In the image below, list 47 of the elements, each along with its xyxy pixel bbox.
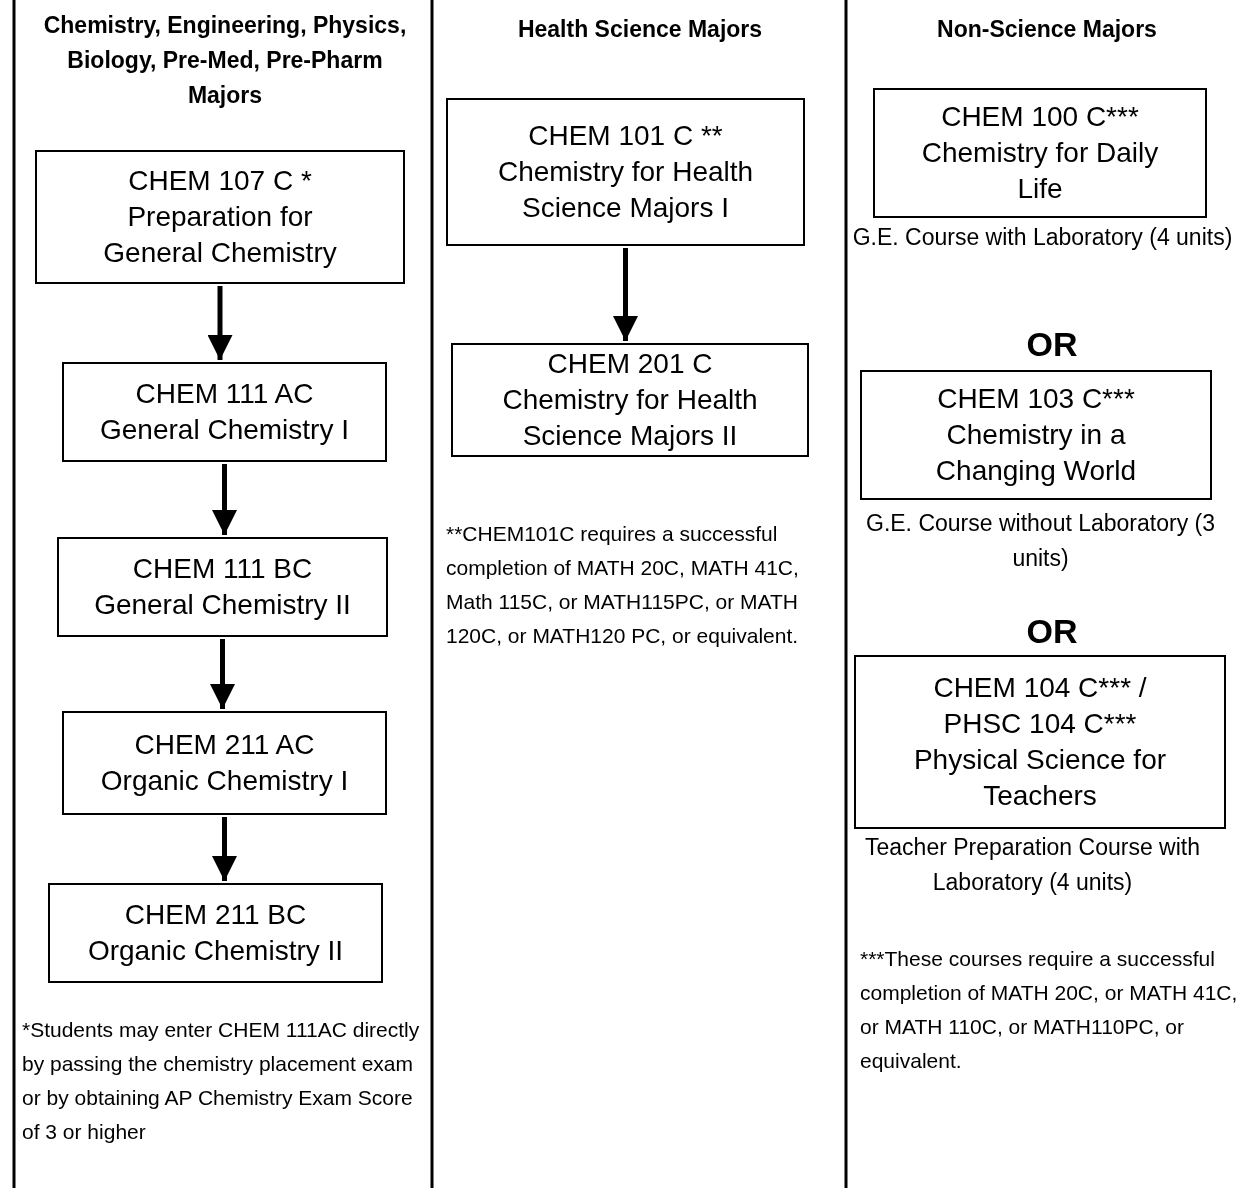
- footnote: ***These courses require a successful completion of MATH 20C, or MATH 41C, or MATH 110C, or MATH110PC, or equivalent.: [860, 946, 1239, 1074]
- footnote: *Students may enter CHEM 111AC directly by passing the chemistry placement exam or by obtaining AP Chemistry Exam Score of 3 or higher: [22, 1017, 421, 1145]
- course-code: CHEM 111 AC: [135, 377, 314, 411]
- course-title: Chemistry for Daily Life: [920, 136, 1160, 206]
- course-code: CHEM 107 C *: [128, 164, 312, 198]
- course-title: Organic Chemistry I: [100, 764, 349, 798]
- course-title: Chemistry in a Changing World: [934, 418, 1138, 488]
- column-heading: Health Science Majors: [516, 15, 764, 44]
- course-note: Teacher Preparation Course with Laboratory (4 units): [864, 833, 1201, 897]
- column-heading: Chemistry, Engineering, Physics, Biology, Pre-Med, Pre-Pharm Majors: [42, 11, 408, 110]
- arrow: [212, 464, 237, 535]
- arrow: [207, 286, 233, 360]
- course-code: CHEM 211 AC: [134, 728, 315, 762]
- course-title: General Chemistry I: [100, 413, 349, 447]
- arrow: [613, 248, 638, 341]
- footnote: **CHEM101C requires a successful completion of MATH 20C, MATH 41C, Math 115C, or MATH115PC, or MATH 120C, or MATH120 PC, or equivalent.: [446, 521, 800, 649]
- course-box: [860, 370, 1212, 500]
- column-heading: Non-Science Majors: [936, 15, 1158, 44]
- or-label: OR: [1025, 325, 1079, 364]
- course-code: CHEM 101 C **: [528, 119, 723, 153]
- course-note: G.E. Course without Laboratory (3 units): [865, 509, 1216, 573]
- course-title: Chemistry for Health Science Majors I: [496, 155, 755, 225]
- course-box: [48, 883, 383, 983]
- course-title: Organic Chemistry II: [87, 934, 344, 968]
- course-code: CHEM 100 C***: [941, 100, 1139, 134]
- arrow: [212, 817, 237, 881]
- arrow: [210, 639, 235, 709]
- course-box: [62, 711, 387, 815]
- course-code: CHEM 201 C: [547, 347, 713, 381]
- course-code: CHEM 211 BC: [124, 898, 307, 932]
- course-title: Physical Science for Teachers: [912, 743, 1168, 813]
- course-box: [873, 88, 1207, 218]
- course-box: [57, 537, 388, 637]
- course-title: General Chemistry II: [94, 588, 351, 622]
- course-note: G.E. Course with Laboratory (4 units): [851, 223, 1234, 252]
- course-box: [451, 343, 809, 457]
- course-title: Chemistry for Health Science Majors II: [501, 383, 759, 453]
- course-code: PHSC 104 C***: [943, 707, 1137, 741]
- course-box: [446, 98, 805, 246]
- course-code: CHEM 103 C***: [937, 382, 1135, 416]
- course-box: [854, 655, 1226, 829]
- course-title: Preparation for General Chemistry: [102, 200, 338, 270]
- course-box: [62, 362, 387, 462]
- course-code: CHEM 104 C*** /: [933, 671, 1147, 705]
- course-box: [35, 150, 405, 284]
- course-code: CHEM 111 BC: [132, 552, 313, 586]
- or-label: OR: [1025, 612, 1079, 651]
